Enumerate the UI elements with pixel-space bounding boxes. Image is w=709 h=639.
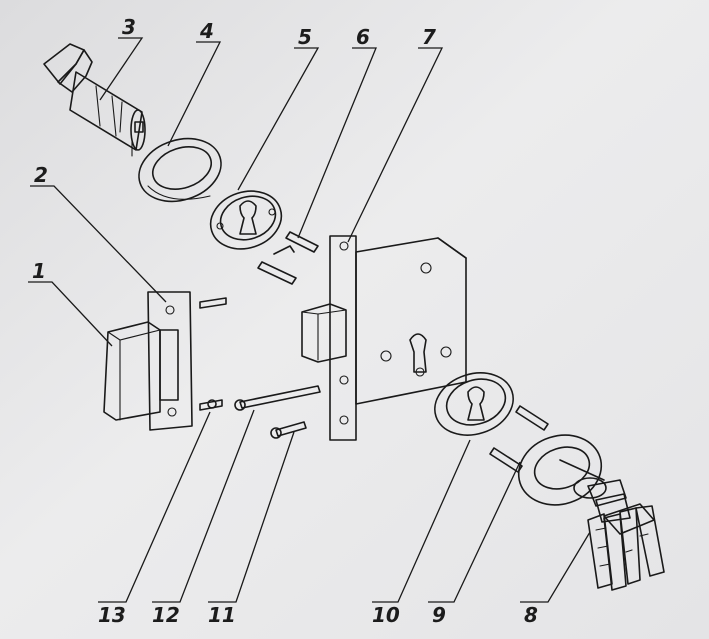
part-8-rosette-keys — [517, 434, 665, 591]
part-12-long-screw — [234, 385, 321, 411]
callout-13: 13 — [98, 603, 126, 627]
part-13-screws — [199, 297, 227, 411]
part-4-rosette — [138, 137, 222, 203]
callout-5: 5 — [298, 25, 312, 49]
part-5-escutcheon — [209, 190, 283, 250]
part-11-screw — [270, 421, 307, 439]
callout-12: 12 — [152, 603, 180, 627]
callout-7: 7 — [422, 25, 436, 49]
part-2-strike-plate — [147, 291, 193, 431]
callout-1: 1 — [32, 259, 46, 283]
part-7-lock-body — [301, 235, 467, 441]
part-6-screws — [257, 231, 319, 285]
part-3-cylinder — [43, 43, 146, 157]
leader-lines — [28, 37, 591, 603]
part-10-escutcheon — [434, 372, 514, 436]
callout-11: 11 — [208, 603, 236, 627]
callout-10: 10 — [372, 603, 400, 627]
callout-labels: 3 4 5 6 7 2 1 13 12 11 10 9 8 — [32, 15, 538, 627]
callout-8: 8 — [524, 603, 538, 627]
callout-4: 4 — [199, 19, 214, 43]
callout-9: 9 — [432, 603, 446, 627]
callout-6: 6 — [356, 25, 370, 49]
callout-2: 2 — [34, 163, 48, 187]
callout-3: 3 — [122, 15, 136, 39]
